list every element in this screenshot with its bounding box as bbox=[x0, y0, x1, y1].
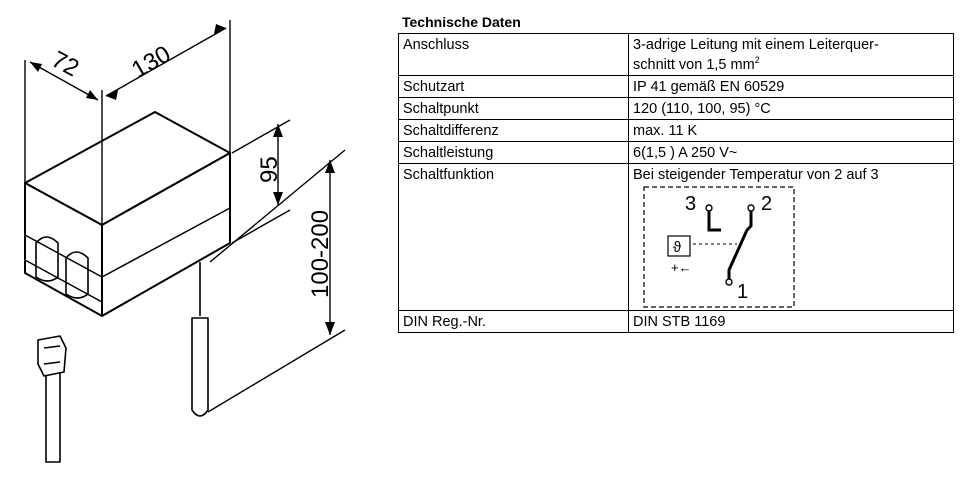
dimension-probe-label: 100-200 bbox=[307, 210, 334, 298]
spec-value: DIN STB 1169 bbox=[628, 310, 954, 333]
terminal-2-label: 2 bbox=[761, 193, 772, 215]
sensor-symbol: ϑ bbox=[673, 239, 682, 256]
terminal-1-label: 1 bbox=[737, 281, 748, 303]
table-row: DIN Reg.-Nr. DIN STB 1169 bbox=[398, 310, 954, 333]
sensor-probe bbox=[191, 317, 209, 417]
technical-drawing: 72 130 95 100-200 bbox=[24, 20, 346, 463]
table-row: Anschluss 3-adrige Leitung mit einem Lei… bbox=[398, 33, 954, 76]
table-row: Schutzart IP 41 gemäß EN 60529 bbox=[398, 75, 954, 98]
spec-title: Technische Daten bbox=[402, 14, 521, 30]
spec-table: Anschluss 3-adrige Leitung mit einem Lei… bbox=[398, 33, 954, 333]
spec-label: DIN Reg.-Nr. bbox=[398, 310, 629, 333]
spec-value: IP 41 gemäß EN 60529 bbox=[628, 75, 954, 98]
dimension-height-label: 95 bbox=[256, 156, 283, 183]
immersion-sleeve bbox=[37, 335, 67, 377]
housing-side-face bbox=[101, 152, 231, 317]
sensor-box bbox=[667, 235, 691, 257]
dimension-length-label: 130 bbox=[127, 40, 175, 83]
spec-label: Schaltfunktion bbox=[398, 163, 629, 311]
dimension-width-label: 72 bbox=[47, 46, 83, 82]
table-row: Schaltfunktion Bei steigender Temperatur… bbox=[398, 163, 954, 311]
spec-label: Anschluss bbox=[398, 33, 629, 76]
spec-label: Schaltdifferenz bbox=[398, 119, 629, 142]
terminal-3-label: 3 bbox=[685, 193, 696, 215]
cable-port-right bbox=[65, 251, 89, 299]
plus-minus-label: +← bbox=[671, 260, 692, 275]
spec-label: Schutzart bbox=[398, 75, 629, 98]
spec-label: Schaltleistung bbox=[398, 141, 629, 164]
switch-schematic: 3 2 1 ϑ +← bbox=[643, 186, 795, 308]
spec-value: 3-adrige Leitung mit einem Leiterquer- s… bbox=[628, 33, 954, 76]
table-row: Schaltdifferenz max. 11 K bbox=[398, 119, 954, 142]
spec-value: max. 11 K bbox=[628, 119, 954, 142]
spec-value: 120 (110, 100, 95) °C bbox=[628, 97, 954, 120]
table-row: Schaltpunkt 120 (110, 100, 95) °C bbox=[398, 97, 954, 120]
spec-value: 6(1,5 ) A 250 V~ bbox=[628, 141, 954, 164]
spec-label: Schaltpunkt bbox=[398, 97, 629, 120]
cable-port-left bbox=[35, 236, 59, 282]
table-row: Schaltleistung 6(1,5 ) A 250 V~ bbox=[398, 141, 954, 164]
spec-value: Bei steigender Temperatur von 2 auf 3 3 … bbox=[628, 163, 954, 311]
